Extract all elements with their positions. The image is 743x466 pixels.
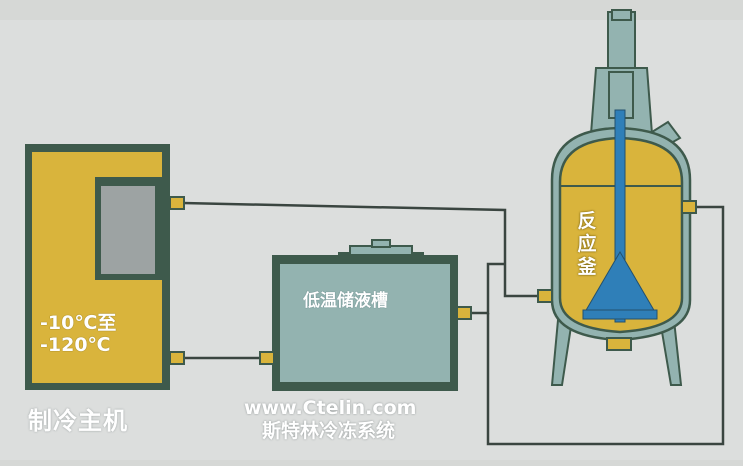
agitator-shaft (614, 109, 626, 323)
chiller-face (32, 152, 162, 383)
reactor-name-label: 反应釜 (577, 210, 597, 278)
reactor-jacket-inlet (537, 289, 553, 303)
chiller-unit (25, 144, 185, 390)
chiller-temp-line2: -120℃ (40, 333, 111, 356)
pipe-tank-outlet (470, 262, 505, 315)
pipe-return-loop (486, 205, 725, 446)
chiller-window (101, 186, 155, 274)
chiller-outlet-port (169, 196, 185, 210)
chiller-name-label: 制冷主机 (28, 407, 128, 435)
tank-lid-left (338, 252, 362, 262)
pipe-network (182, 201, 725, 446)
tank-outlet-port (456, 306, 472, 320)
tank-fill (280, 264, 450, 382)
storage-tank (259, 239, 472, 391)
reactor-bottom-valve (606, 337, 632, 351)
chiller-temp-line1: -10℃至 (40, 312, 117, 334)
pipe-chiller-supply (182, 201, 540, 298)
tank-handle (371, 239, 391, 248)
tank-inlet-port (259, 351, 275, 365)
tank-name-label: 低温储液槽 (303, 291, 388, 311)
chiller-temperature-label: -10℃至 -120℃ (40, 312, 117, 357)
tank-lid-right (400, 252, 424, 262)
chiller-inlet-port (169, 351, 185, 365)
website-label: www.Ctelin.com (244, 397, 417, 419)
company-label: 斯特林冷冻系统 (262, 420, 396, 442)
reactor-motor-cap (611, 9, 632, 21)
reactor-vessel (537, 9, 697, 386)
reactor-jacket-outlet (681, 200, 697, 214)
agitator-blade (582, 309, 658, 320)
